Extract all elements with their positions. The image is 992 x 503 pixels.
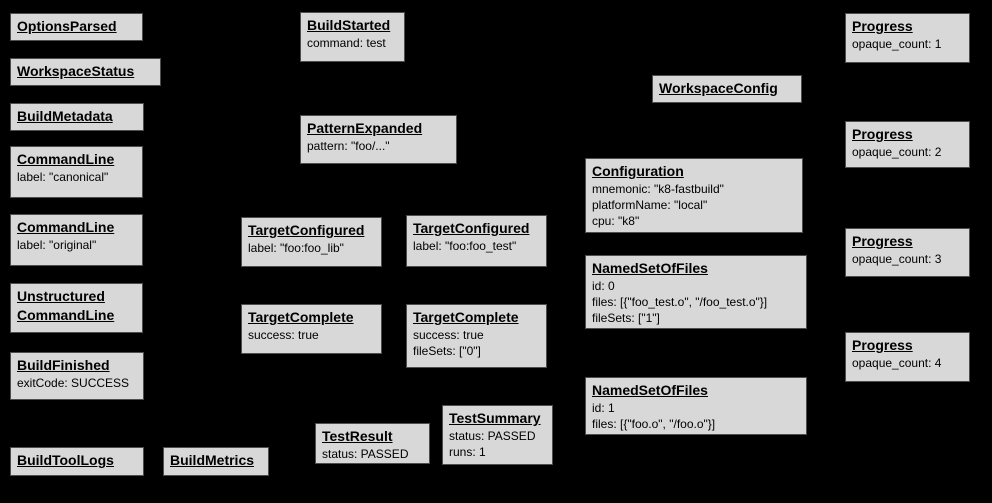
node-attribute: exitCode: SUCCESS [17, 376, 130, 390]
node-command-line-original: CommandLine label: "original" [10, 214, 143, 266]
node-title: PatternExpanded [307, 120, 423, 136]
node-title: CommandLine [17, 151, 115, 167]
node-title: Progress [852, 233, 913, 249]
node-attribute: status: PASSED [322, 447, 409, 461]
node-target-complete-foo-test: TargetComplete success: true fileSets: [… [406, 304, 547, 368]
node-attribute: label: "original" [17, 238, 97, 252]
node-attribute: label: "foo:foo_lib" [248, 241, 344, 255]
node-title: Progress [852, 337, 913, 353]
node-options-parsed: OptionsParsed [10, 13, 143, 41]
node-attribute: success: true [413, 328, 484, 342]
node-title: TestSummary [449, 410, 541, 426]
node-build-started: BuildStarted command: test [300, 12, 405, 62]
node-named-set-of-files-1: NamedSetOfFiles id: 1 files: [{"foo.o", … [585, 377, 807, 435]
node-title: Progress [852, 18, 913, 34]
node-title: BuildMetadata [17, 108, 113, 124]
node-progress-3: Progress opaque_count: 3 [845, 228, 970, 277]
node-title: OptionsParsed [17, 18, 117, 34]
node-attribute: opaque_count: 2 [852, 145, 942, 159]
node-target-configured-foo-test: TargetConfigured label: "foo:foo_test" [406, 215, 547, 267]
node-attribute: status: PASSED [449, 429, 536, 443]
node-title: Progress [852, 126, 913, 142]
node-attribute: files: [{"foo.o", "/foo.o"}] [592, 417, 716, 431]
node-attribute: fileSets: ["0"] [413, 344, 481, 358]
node-title: TargetConfigured [413, 220, 530, 236]
node-attribute: files: [{"foo_test.o", "/foo_test.o"}] [592, 295, 768, 309]
node-title: WorkspaceConfig [659, 80, 778, 96]
node-attribute: opaque_count: 3 [852, 252, 942, 266]
node-attribute: label: "canonical" [17, 170, 109, 184]
node-title: WorkspaceStatus [17, 63, 135, 79]
node-title: TestResult [322, 428, 393, 444]
node-title: NamedSetOfFiles [592, 382, 708, 398]
node-title: BuildStarted [307, 17, 391, 33]
node-attribute: id: 0 [592, 279, 615, 293]
node-title: TargetComplete [248, 309, 354, 325]
node-title: Unstructured [17, 288, 105, 304]
node-attribute: platformName: "local" [592, 198, 708, 212]
node-target-configured-foo-lib: TargetConfigured label: "foo:foo_lib" [241, 217, 382, 267]
node-progress-2: Progress opaque_count: 2 [845, 121, 970, 168]
node-progress-1: Progress opaque_count: 1 [845, 13, 970, 63]
node-title: TargetComplete [413, 309, 519, 325]
node-title: CommandLine [17, 219, 115, 235]
node-workspace-config: WorkspaceConfig [652, 75, 802, 103]
node-named-set-of-files-0: NamedSetOfFiles id: 0 files: [{"foo_test… [585, 255, 807, 329]
node-title: NamedSetOfFiles [592, 260, 708, 276]
node-attribute: opaque_count: 1 [852, 37, 942, 51]
node-pattern-expanded: PatternExpanded pattern: "foo/..." [300, 115, 457, 164]
node-build-finished: BuildFinished exitCode: SUCCESS [10, 352, 144, 400]
node-attribute: command: test [307, 36, 386, 50]
node-title: BuildFinished [17, 357, 110, 373]
node-attribute: pattern: "foo/..." [307, 139, 390, 153]
node-build-metrics: BuildMetrics [163, 447, 269, 476]
node-title: Configuration [592, 163, 684, 179]
node-configuration: Configuration mnemonic: "k8-fastbuild" p… [585, 158, 803, 233]
node-title: BuildMetrics [170, 452, 255, 468]
node-build-tool-logs: BuildToolLogs [10, 447, 144, 476]
node-test-summary: TestSummary status: PASSED runs: 1 [442, 405, 553, 465]
node-unstructured-command-line: Unstructured CommandLine [10, 283, 143, 333]
node-attribute: opaque_count: 4 [852, 356, 942, 370]
node-test-result: TestResult status: PASSED [315, 423, 430, 464]
node-progress-4: Progress opaque_count: 4 [845, 332, 970, 382]
node-attribute: cpu: "k8" [592, 214, 640, 228]
node-build-metadata: BuildMetadata [10, 103, 144, 131]
node-command-line-canonical: CommandLine label: "canonical" [10, 146, 143, 198]
node-title: TargetConfigured [248, 222, 365, 238]
node-attribute: success: true [248, 328, 319, 342]
node-attribute: fileSets: ["1"] [592, 311, 660, 325]
node-attribute: mnemonic: "k8-fastbuild" [592, 182, 724, 196]
node-title-line2: CommandLine [17, 307, 115, 323]
node-attribute: label: "foo:foo_test" [413, 239, 517, 253]
node-attribute: id: 1 [592, 401, 615, 415]
node-title: BuildToolLogs [17, 452, 114, 468]
node-target-complete-foo-lib: TargetComplete success: true [241, 304, 382, 354]
node-workspace-status: WorkspaceStatus [10, 58, 161, 86]
node-attribute: runs: 1 [449, 445, 486, 459]
